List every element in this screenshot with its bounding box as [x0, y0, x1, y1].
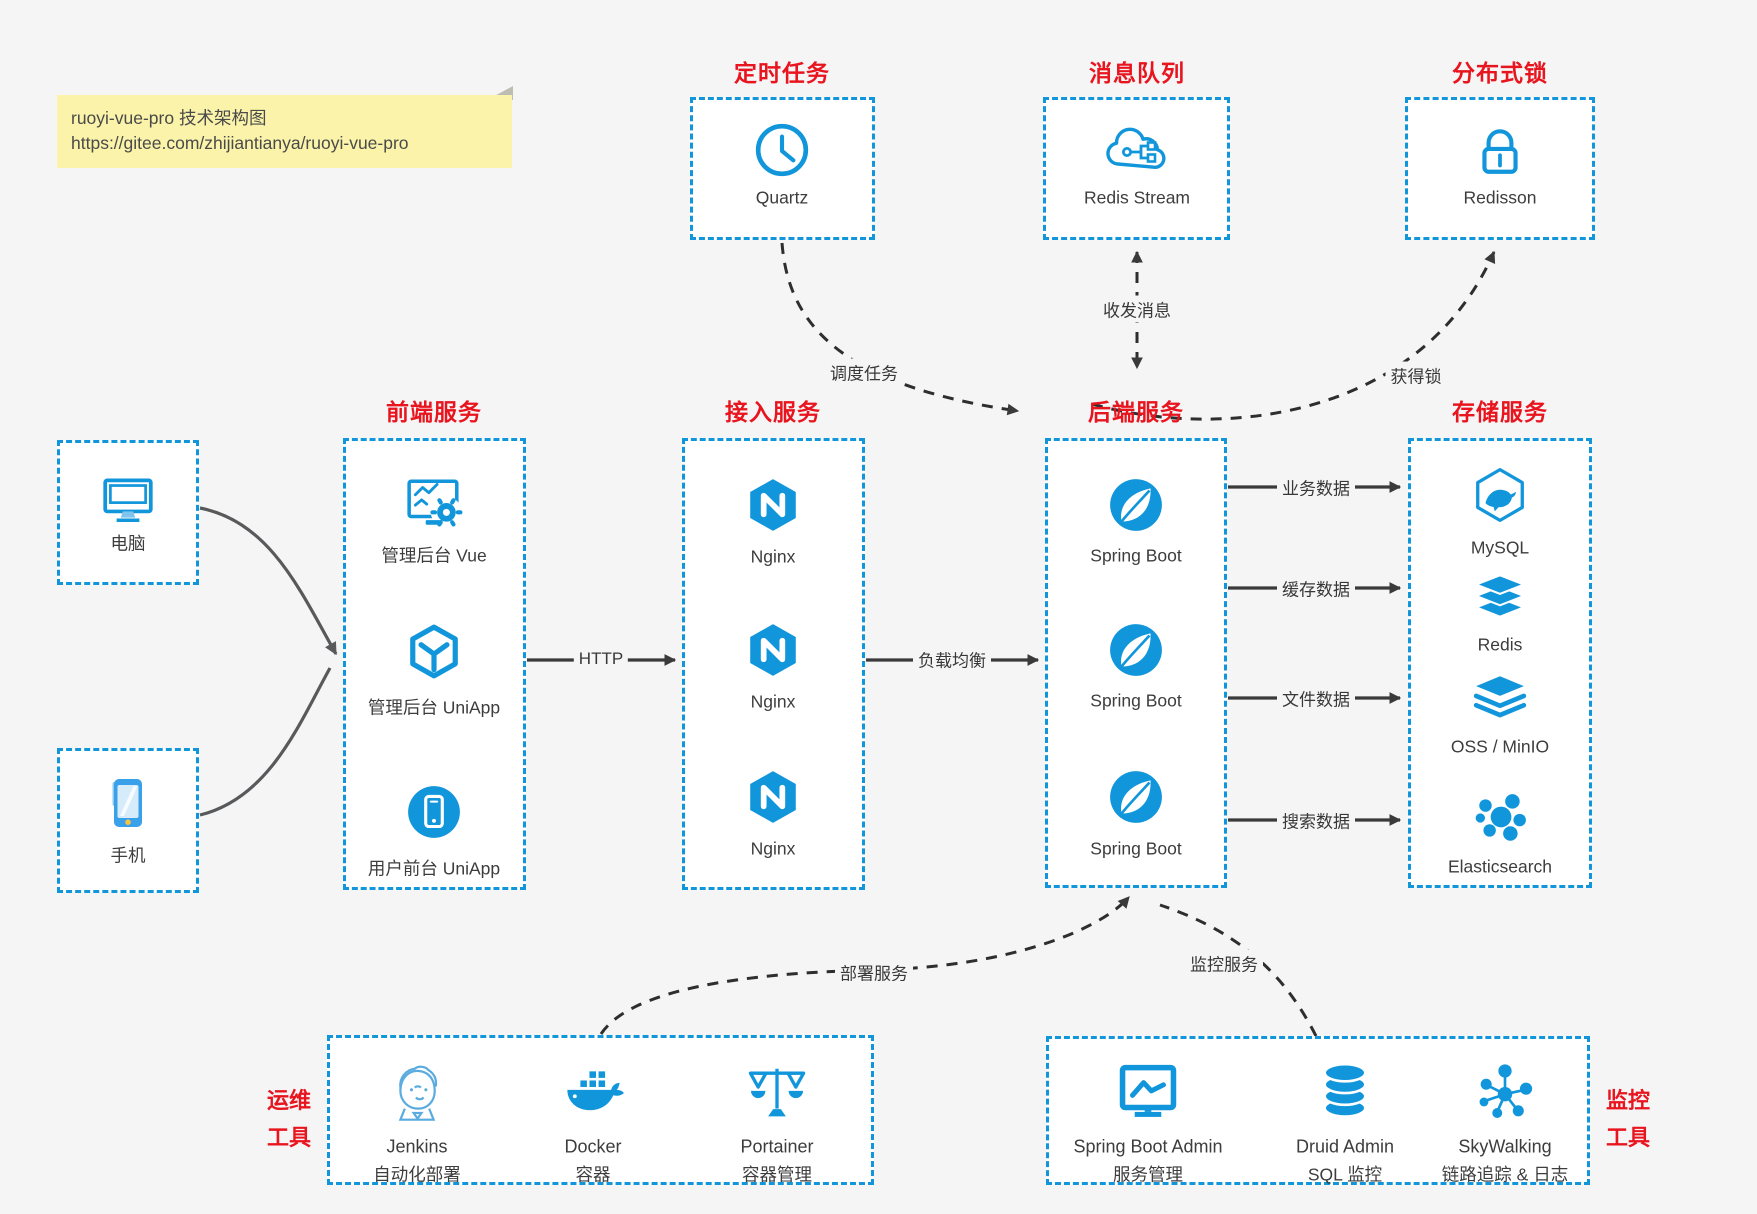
- ops-item-desc: 容器管理: [742, 1164, 812, 1185]
- nginx-icon: [744, 476, 802, 534]
- gateway-item-label: Nginx: [750, 691, 796, 712]
- monitoring-item-desc: 服务管理: [1113, 1164, 1183, 1185]
- uniapp-cube-icon: [405, 623, 463, 681]
- monitoring-item-desc: SQL 监控: [1307, 1164, 1383, 1185]
- edge-pc-to-frontend: [199, 506, 338, 656]
- ops-title-line2: 工具: [266, 1125, 312, 1150]
- lock-item-label: Redisson: [1463, 187, 1537, 208]
- spring-icon: [1107, 768, 1165, 826]
- clock-icon: [753, 121, 811, 179]
- title-gateway: 接入服务: [725, 399, 821, 425]
- note-url: https://gitee.com/zhijiantianya/ruoyi-vu…: [71, 133, 409, 153]
- mq-item-label: Redis Stream: [1083, 187, 1191, 208]
- monitoring-title-line2: 工具: [1605, 1125, 1651, 1150]
- edge-label-file-data: 文件数据: [1277, 684, 1355, 712]
- nginx-icon: [744, 621, 802, 679]
- frontend-item-label: 管理后台 UniApp: [367, 697, 501, 718]
- edge-label-mq: 收发消息: [1098, 295, 1176, 323]
- lock-icon: [1471, 121, 1529, 179]
- jenkins-icon: [386, 1061, 448, 1123]
- edge-label-lock: 获得锁: [1385, 361, 1447, 389]
- smartphone-icon: [100, 774, 156, 830]
- ops-box: [327, 1035, 874, 1185]
- storage-item-label: Redis: [1477, 634, 1523, 655]
- es-cluster-icon: [1471, 789, 1529, 847]
- node-graph-icon: [1474, 1061, 1536, 1123]
- mysql-icon: [1471, 466, 1529, 524]
- edge-label-http: HTTP: [573, 648, 629, 670]
- edge-schedule-task: [780, 242, 1020, 416]
- ops-item-name: Jenkins: [386, 1136, 448, 1157]
- scheduler-box: [690, 97, 875, 240]
- lock-box: [1405, 97, 1595, 240]
- note-title: ruoyi-vue-pro 技术架构图: [71, 108, 267, 128]
- edge-acquire-lock: [1091, 250, 1496, 421]
- monitoring-item-name: Spring Boot Admin: [1073, 1136, 1223, 1157]
- ops-item-desc: 自动化部署: [373, 1164, 461, 1185]
- nginx-icon: [744, 768, 802, 826]
- edge-label-search-data: 搜索数据: [1277, 806, 1355, 834]
- cloud-network-icon: [1104, 123, 1170, 173]
- ops-item-name: Docker: [564, 1136, 622, 1157]
- title-mq: 消息队列: [1089, 60, 1185, 86]
- edge-label-monitor: 监控服务: [1185, 949, 1263, 977]
- monitoring-item-name: SkyWalking: [1458, 1136, 1552, 1157]
- monitoring-item-desc: 链路追踪 & 日志: [1441, 1164, 1569, 1185]
- edge-monitor-service: [1159, 903, 1318, 1037]
- backend-item-label: Spring Boot: [1090, 838, 1182, 859]
- gateway-item-label: Nginx: [750, 546, 796, 567]
- monitoring-item-name: Druid Admin: [1295, 1136, 1395, 1157]
- mq-box: [1043, 97, 1230, 240]
- layers-icon: [1471, 673, 1529, 723]
- sticky-note: ruoyi-vue-pro 技术架构图 https://gitee.com/zh…: [57, 95, 512, 168]
- ops-item-desc: 容器: [575, 1164, 611, 1185]
- edge-label-schedule: 调度任务: [825, 358, 903, 386]
- edge-mobile-to-frontend: [199, 667, 332, 817]
- storage-item-label: Elasticsearch: [1447, 856, 1553, 877]
- gateway-item-label: Nginx: [750, 838, 796, 859]
- database-icon: [1315, 1061, 1375, 1123]
- backend-item-label: Spring Boot: [1090, 690, 1182, 711]
- edge-label-deploy: 部署服务: [835, 958, 913, 986]
- edge-label-cache-data: 缓存数据: [1277, 574, 1355, 602]
- scales-icon: [746, 1061, 808, 1123]
- pc-label: 电脑: [110, 533, 146, 554]
- title-backend: 后端服务: [1088, 399, 1184, 425]
- storage-item-label: OSS / MinIO: [1450, 736, 1550, 757]
- ops-title-line1: 运维: [266, 1088, 312, 1113]
- user-app-icon: [405, 783, 463, 841]
- admin-vue-icon: [405, 473, 463, 531]
- edge-label-load-balance: 负载均衡: [913, 645, 991, 673]
- mobile-label: 手机: [110, 845, 146, 866]
- title-frontend: 前端服务: [386, 399, 482, 425]
- spring-icon: [1107, 621, 1165, 679]
- frontend-item-label: 管理后台 Vue: [381, 545, 487, 566]
- scheduler-item-label: Quartz: [755, 187, 809, 208]
- redis-stack-icon: [1471, 571, 1529, 623]
- ops-item-name: Portainer: [740, 1136, 814, 1157]
- docker-whale-icon: [562, 1064, 624, 1120]
- monitoring-title-line1: 监控: [1605, 1088, 1651, 1113]
- title-storage: 存储服务: [1452, 399, 1548, 425]
- storage-item-label: MySQL: [1470, 537, 1530, 558]
- edge-label-business-data: 业务数据: [1277, 473, 1355, 501]
- computer-icon: [99, 470, 157, 528]
- spring-icon: [1107, 476, 1165, 534]
- frontend-item-label: 用户前台 UniApp: [367, 858, 501, 879]
- title-lock: 分布式锁: [1452, 60, 1548, 86]
- monitor-chart-icon: [1117, 1061, 1179, 1123]
- backend-item-label: Spring Boot: [1090, 545, 1182, 566]
- title-scheduler: 定时任务: [734, 60, 830, 86]
